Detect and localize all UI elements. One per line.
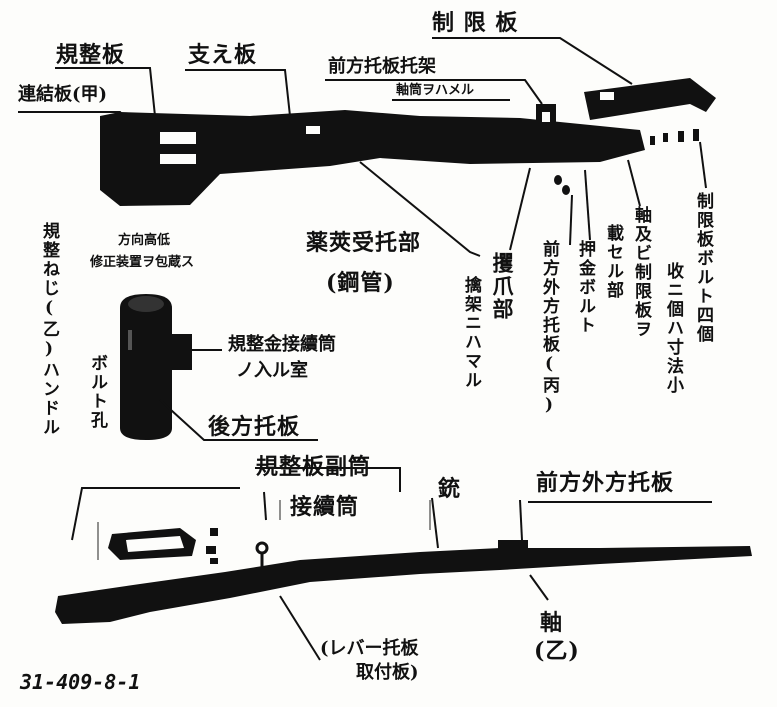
small-pins xyxy=(554,175,570,195)
label-setsuzoku-tsutsu: 接續筒 xyxy=(290,494,360,520)
rear-support-part xyxy=(120,294,192,440)
label-kisei-fukutsutsu: 規整板副筒 xyxy=(256,454,372,480)
label-seigen-bolt-2: 收ニ個ハ寸法小 xyxy=(663,262,683,395)
label-kisei-neji-handle: 規整ねじ(乙)ハンドル xyxy=(39,222,59,437)
limit-plate xyxy=(584,78,716,120)
label-bolt-ana: ボルト孔 xyxy=(87,354,107,430)
rifle-assembly xyxy=(55,528,752,624)
label-kokan: (鋼管) xyxy=(326,270,395,296)
label-koho-takuban: 後方托板 xyxy=(208,414,301,440)
label-jiku-otsu-1: 軸 xyxy=(540,610,564,636)
label-jikutsu-hameru: 軸筒ヲハメル xyxy=(396,83,475,98)
label-seigen-bolt-1: 制限板ボルト四個 xyxy=(693,192,713,344)
label-kisei-kin-1: 規整金接續筒 xyxy=(228,334,336,355)
label-saseru-bu: 載セル部 xyxy=(603,224,623,300)
label-yakkyo-takubu: 薬莢受托部 xyxy=(306,230,422,256)
label-kyoka-ni-hamaru: 擒架ニハマル xyxy=(461,276,481,390)
limit-bolts xyxy=(650,129,699,145)
label-kisei-kin-2: ノ入ル室 xyxy=(236,360,308,381)
label-hoko-kotei-1: 方向高低 xyxy=(118,233,171,248)
label-zenpo-gaiho-takuban: 前方外方托板 xyxy=(536,470,675,496)
label-jiku-seigen: 軸及ビ制限板ヲ xyxy=(631,206,651,339)
label-lever-2: 取付板) xyxy=(356,662,419,683)
label-shi-no-ban: 支え板 xyxy=(188,42,258,68)
label-oshigane-bolt: 押金ボルト xyxy=(575,240,595,335)
label-hikigane-bu: 攫爪部 xyxy=(490,252,515,321)
reference-code: 31-409-8-1 xyxy=(20,670,141,694)
label-hoko-kotei-2: 修正装置ヲ包蔵ス xyxy=(90,255,195,270)
label-lever-1: (レバー托板 xyxy=(320,638,419,659)
label-jiku-otsu-2: (乙) xyxy=(534,638,580,664)
leader-lines xyxy=(18,37,712,661)
label-kisei-ban: 規整板 xyxy=(56,42,126,68)
label-zenpo-takuban-takuka: 前方托板托架 xyxy=(328,56,436,77)
label-ju: 銃 xyxy=(438,476,462,502)
label-seigen-ban: 制 限 板 xyxy=(432,10,519,36)
label-renketsu-ban: 連結板(甲) xyxy=(18,84,108,105)
backdrop-outline xyxy=(97,500,431,560)
receiver-assembly xyxy=(100,104,645,206)
label-zenpo-gaiho-takuban-hei: 前方外方托板(丙) xyxy=(539,240,559,417)
